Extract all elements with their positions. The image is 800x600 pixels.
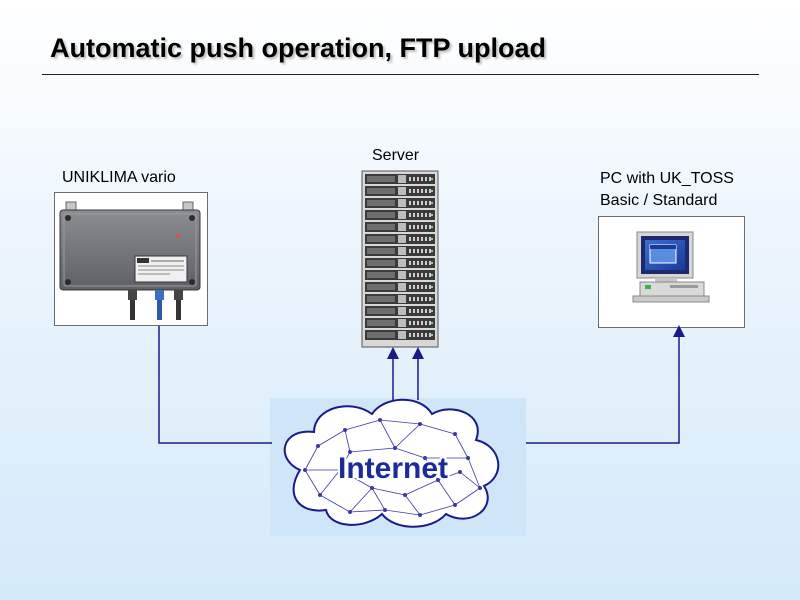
cloud-network-icon <box>283 398 500 528</box>
enclosure-box-icon <box>59 201 201 320</box>
slide-title: Automatic push operation, FTP upload <box>50 33 547 63</box>
desktop-computer-icon <box>632 231 710 303</box>
connector-lines <box>158 325 685 444</box>
server-label: Server <box>372 147 420 164</box>
pc-label-line2: Basic / Standard <box>600 192 718 209</box>
internet-label: Internet <box>338 452 448 485</box>
pc-label-line1: PC with UK_TOSS <box>600 170 734 187</box>
title-divider <box>42 74 759 75</box>
pc-label: PC with UK_TOSS Basic / Standard <box>600 168 734 212</box>
server-rack-icon <box>361 170 439 348</box>
device-label: UNIKLIMA vario <box>62 169 176 186</box>
